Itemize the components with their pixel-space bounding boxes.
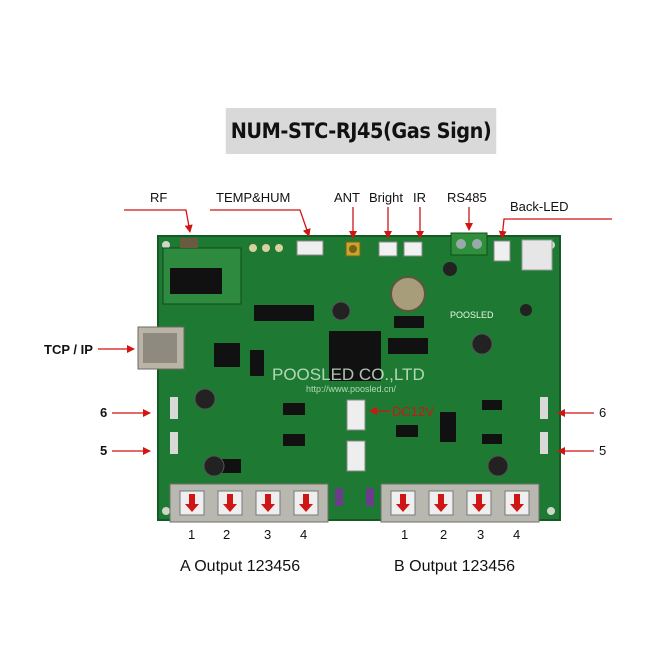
ir-connector bbox=[403, 241, 423, 257]
output-a-title: A Output 123456 bbox=[180, 558, 301, 575]
port-b-3: 3 bbox=[477, 527, 485, 542]
dc12v-label: DC12V bbox=[392, 404, 434, 419]
bright-connector bbox=[378, 241, 398, 257]
label-left-6: 6 bbox=[100, 405, 108, 420]
back-led-connector bbox=[493, 240, 511, 262]
port-b-4: 4 bbox=[513, 527, 521, 542]
label-bright: Bright bbox=[369, 190, 403, 205]
port-a-2: 2 bbox=[223, 527, 231, 542]
port-a-1: 1 bbox=[188, 527, 196, 542]
label-back-led: Back-LED bbox=[510, 199, 569, 214]
output-block-b bbox=[380, 483, 540, 523]
label-tcp-ip: TCP / IP bbox=[44, 342, 93, 357]
label-temp-hum: TEMP&HUM bbox=[216, 190, 291, 205]
label-rs485: RS485 bbox=[447, 190, 487, 205]
board-watermark: POOSLED CO.,LTD bbox=[272, 365, 425, 384]
label-right-6: 6 bbox=[599, 405, 607, 420]
mount-hole bbox=[162, 507, 170, 515]
port-b-2: 2 bbox=[440, 527, 448, 542]
board-watermark-url: http://www.poosled.cn/ bbox=[306, 384, 397, 394]
port-b-1: 1 bbox=[401, 527, 409, 542]
rf-antenna-connector bbox=[180, 238, 198, 248]
dc12v-connector bbox=[346, 399, 366, 431]
rtc-battery bbox=[390, 276, 426, 312]
page-title: NUM-STC-RJ45(Gas Sign) bbox=[230, 119, 492, 143]
label-right-5: 5 bbox=[599, 443, 607, 458]
rs485-terminal bbox=[450, 232, 488, 256]
mount-hole bbox=[162, 241, 170, 249]
title-banner: NUM-STC-RJ45(Gas Sign) bbox=[225, 108, 497, 154]
label-left-5: 5 bbox=[100, 443, 108, 458]
output-b-title: B Output 123456 bbox=[394, 558, 515, 575]
label-ant: ANT bbox=[334, 190, 360, 205]
mount-hole bbox=[547, 507, 555, 515]
label-ir: IR bbox=[413, 190, 426, 205]
label-rf: RF bbox=[150, 190, 168, 205]
temp-hum-connector bbox=[296, 240, 324, 256]
port-a-3: 3 bbox=[264, 527, 272, 542]
board-brand: POOSLED bbox=[450, 310, 494, 320]
port-a-4: 4 bbox=[300, 527, 308, 542]
